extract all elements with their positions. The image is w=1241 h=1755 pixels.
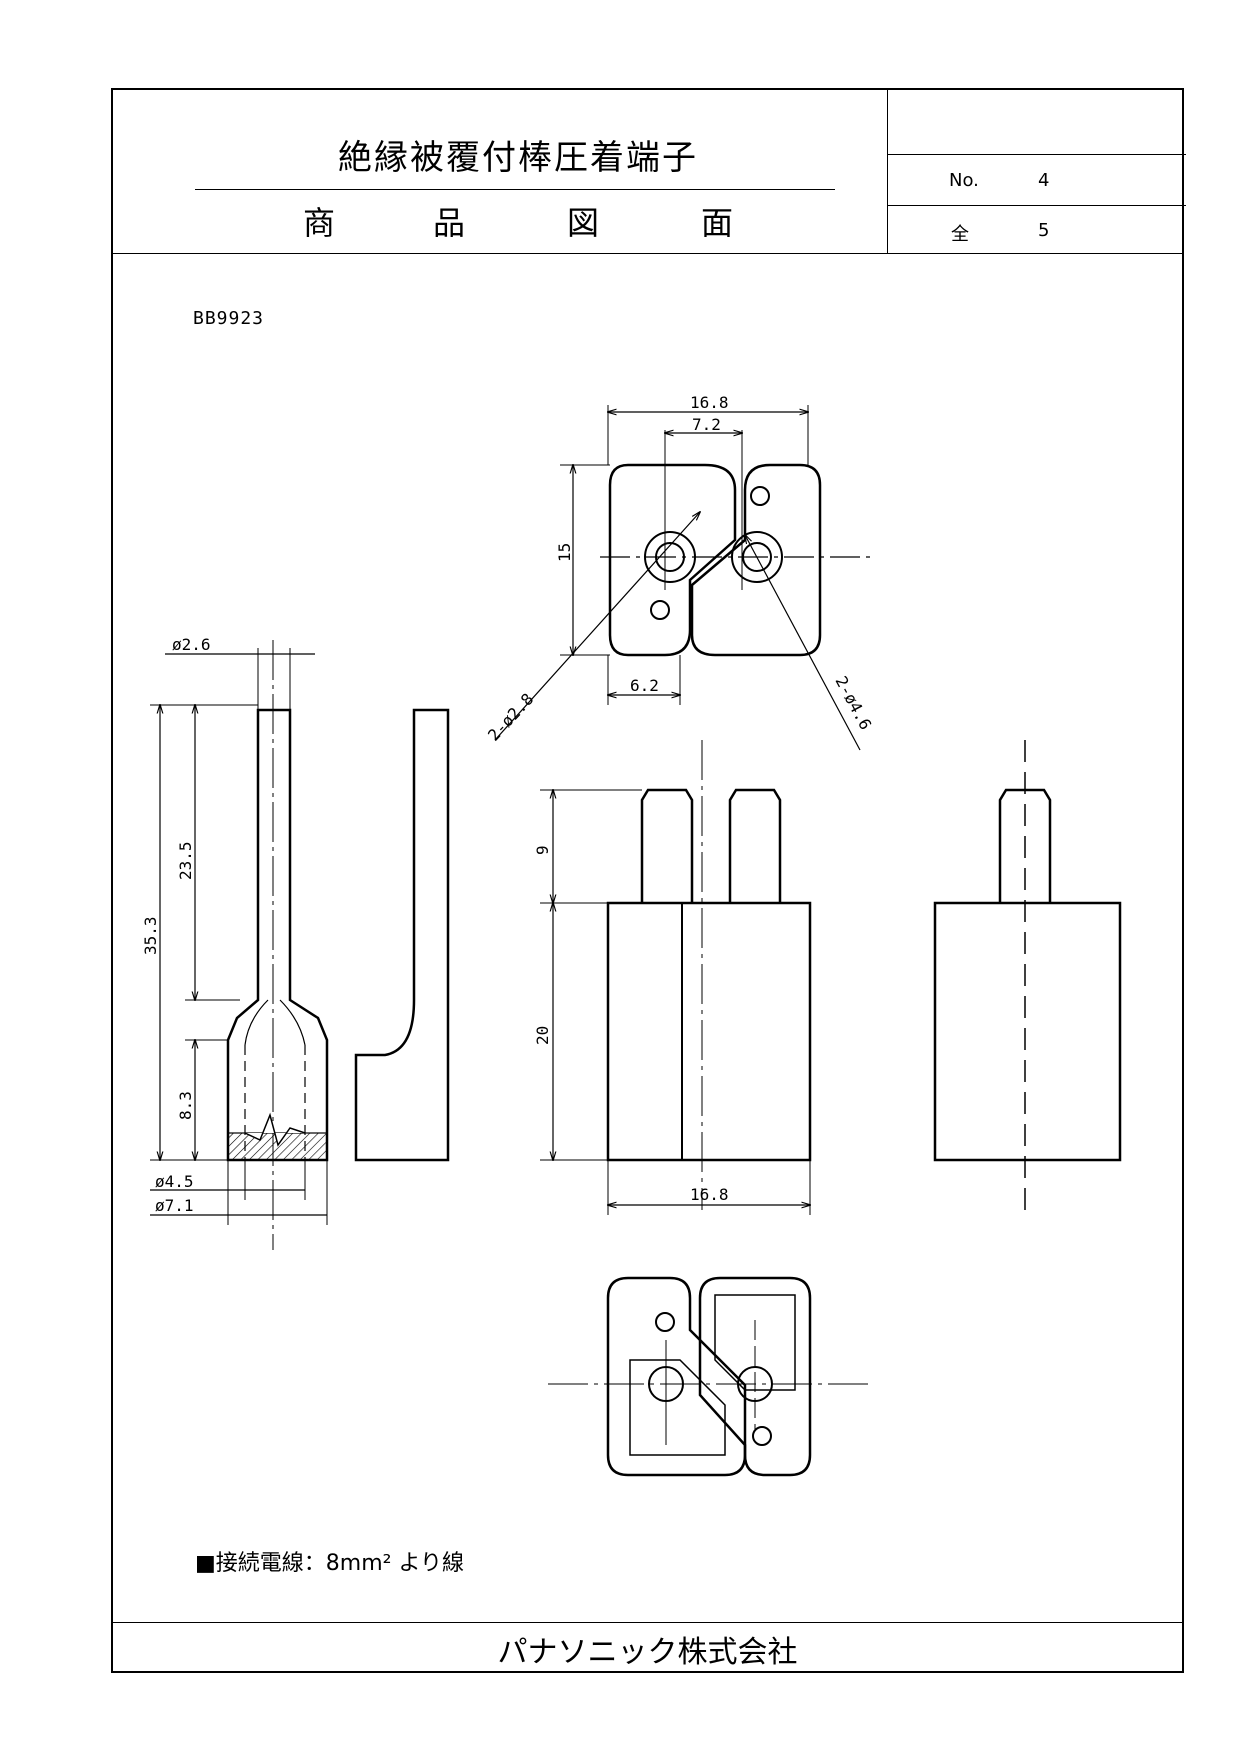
sheet-total-label: 全 [951,224,969,245]
large-hole-leader [745,535,861,751]
dim-pin-dia: ø2.6 [172,635,211,654]
bottom-right-block [698,1276,812,1477]
bottom-left-block [606,1276,747,1477]
dim-side-total: 35.3 [141,916,160,955]
dim-front-width: 16.8 [690,1185,729,1204]
crimp-hatch [227,1132,328,1161]
edge-profile-outline [354,708,450,1162]
header-divider-vertical [887,90,888,253]
bottom-notch-upper [655,1312,675,1332]
dim-top-height: 15 [555,543,574,562]
dim-top-offset: 6.2 [630,676,659,695]
side-profile-view [150,640,329,1250]
bottom-view [548,1276,872,1477]
wire-note: ■接続電線：8mm² より線 [195,1551,465,1576]
dim-top-width: 16.8 [690,393,729,412]
front-view [540,740,812,1215]
small-hole-leader [494,512,700,741]
dim-pin-height: 9 [533,845,552,855]
product-title: 絶縁被覆付棒圧着端子 [338,138,698,178]
top-view [494,405,870,751]
front-pin-left [640,788,694,903]
dim-inner-dia: ø4.5 [155,1172,194,1191]
side-outline [226,708,329,1162]
side-curve-left [244,999,269,1046]
header-row-line-2 [887,205,1186,206]
dim-top-pitch: 7.2 [692,415,721,434]
dim-side-lower: 8.3 [176,1091,195,1120]
right-body [933,901,1122,1162]
header-row-line-1 [887,154,1186,155]
break-line [244,1112,306,1147]
top-notch-lower [650,600,670,620]
bottom-left-cavity [629,1359,726,1456]
front-body [606,901,812,1162]
model-number: BB9923 [193,308,265,329]
dim-outer-dia: ø7.1 [155,1196,194,1215]
title-underline [195,189,835,190]
drawing-sheet: 絶縁被覆付棒圧着端子 商 品 図 面 No. 4 全 5 BB9923 ■接続電… [111,88,1186,1673]
dim-large-hole: 2-ø4.6 [831,673,875,733]
sheet-no-label: No. [949,170,979,191]
subtitle-char-1: 商 [303,204,336,242]
top-view-left-block [608,463,737,657]
sheet-total-value: 5 [1038,220,1050,241]
right-side-view [933,740,1122,1215]
header-divider-horizontal [113,253,1182,254]
subtitle-char-4: 面 [701,204,734,242]
dim-side-upper: 23.5 [176,841,195,880]
footer-divider [113,1622,1182,1623]
front-pin-right [728,788,782,903]
company-name: パナソニック株式会社 [497,1635,798,1670]
side-curve-right [279,999,306,1046]
top-notch-upper [750,486,770,506]
bottom-notch-lower [752,1426,772,1446]
subtitle-char-3: 図 [567,204,600,242]
edge-profile-view [354,708,450,1162]
top-view-right-block [690,463,822,657]
dim-small-hole: 2-ø2.8 [484,690,537,745]
subtitle-char-2: 品 [433,204,466,242]
sheet-no-value: 4 [1038,170,1050,191]
dim-body-height: 20 [533,1026,552,1045]
